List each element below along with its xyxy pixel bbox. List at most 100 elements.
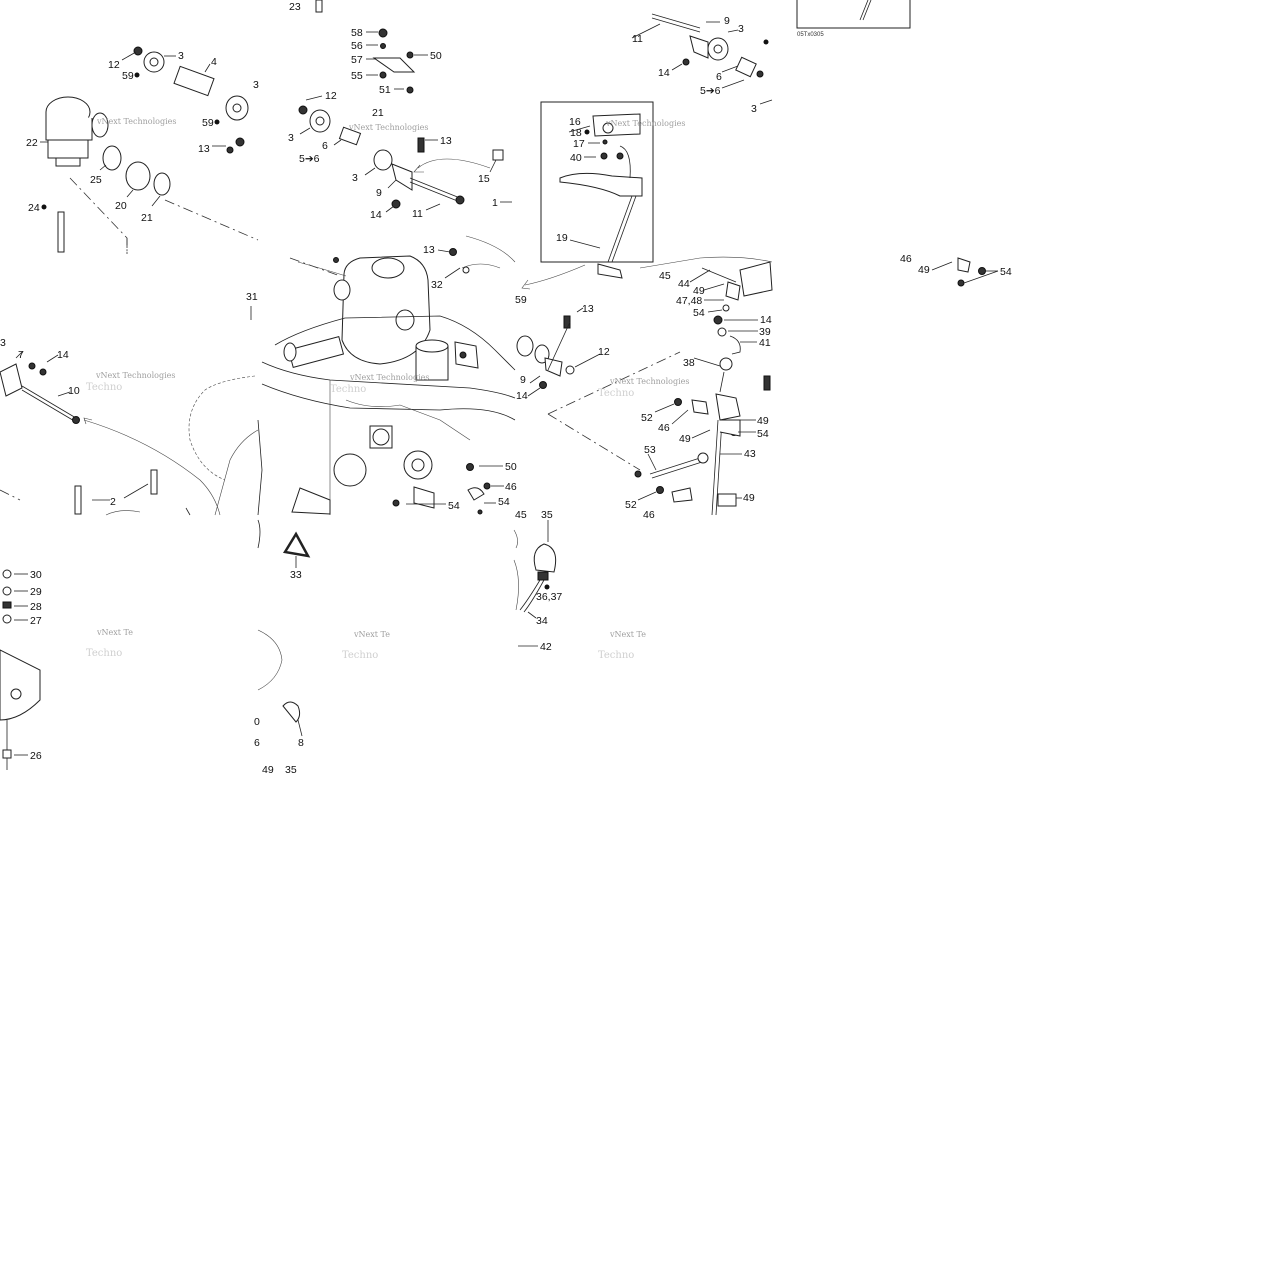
brake-bracket-group: 59 13 12 9 14 xyxy=(515,294,610,402)
callout-3f: 3 xyxy=(751,103,757,115)
callout-35: 35 xyxy=(285,764,297,776)
cap-stack-group: 30 29 28 27 26 vNext Te Techno xyxy=(0,569,133,770)
callout-22: 22 xyxy=(26,137,38,149)
callout-21: 21 xyxy=(141,212,153,224)
callout-57: 57 xyxy=(351,54,363,66)
callout-49e: 49 xyxy=(743,492,755,504)
callout-13: 13 xyxy=(198,143,210,155)
callout-45: 45 xyxy=(659,270,671,282)
callout-38: 38 xyxy=(683,357,695,369)
callout-4: 4 xyxy=(211,56,217,68)
callout-44: 44 xyxy=(678,278,690,290)
callout-17: 17 xyxy=(573,138,585,150)
callout-14d: 14 xyxy=(57,349,69,361)
callout-49f: 49 xyxy=(262,764,274,776)
watermark: vNext Technologies xyxy=(349,373,429,382)
callout-6b: 6 xyxy=(716,71,722,83)
callout-11: 11 xyxy=(412,208,423,220)
callout-19: 19 xyxy=(556,232,568,244)
callout-59c: 59 xyxy=(515,294,527,306)
callout-40: 40 xyxy=(570,152,582,164)
callout-16: 16 xyxy=(569,116,581,128)
callout-49c: 49 xyxy=(679,433,691,445)
watermark: vNext Technologies xyxy=(605,119,685,128)
callout-14e: 14 xyxy=(760,314,772,326)
watermark-short: vNext Te xyxy=(96,628,133,637)
callout-3b: 3 xyxy=(253,79,259,91)
callout-51: 51 xyxy=(379,84,391,96)
callout-3: 3 xyxy=(178,50,184,62)
callout-28: 28 xyxy=(30,601,42,613)
watermark-back: Techno xyxy=(598,388,634,399)
callout-31: 31 xyxy=(246,291,258,303)
callout-15: 15 xyxy=(478,173,490,185)
callout-54e: 54 xyxy=(757,428,769,440)
watermark-back: Techno xyxy=(342,650,378,661)
callout-49d: 49 xyxy=(757,415,769,427)
callout-1: 1 xyxy=(492,197,498,209)
callout-14: 14 xyxy=(370,209,382,221)
callout-3d: 3 xyxy=(352,172,358,184)
callout-41: 41 xyxy=(759,337,771,349)
callout-12c: 12 xyxy=(598,346,610,358)
callout-52b: 52 xyxy=(625,499,637,511)
callout-46: 46 xyxy=(900,253,912,265)
brake-lever-group: 16 18 17 40 19 vNext Technologies xyxy=(521,101,685,290)
watermark: vNext Technologies xyxy=(95,371,175,380)
callout-39: 39 xyxy=(759,326,771,338)
fragment-right: 46 49 54 xyxy=(900,253,1012,287)
callout-13d: 13 xyxy=(582,303,594,315)
callout-54b: 54 xyxy=(498,496,510,508)
callout-54c: 54 xyxy=(448,500,460,512)
callout-35b: 35 xyxy=(541,509,553,521)
callout-12b: 12 xyxy=(325,90,337,102)
callout-2: 2 xyxy=(110,496,116,508)
right-hardware-group: 11 9 3 14 6 5➔6 3 xyxy=(631,13,773,115)
watermark-back: Techno xyxy=(330,384,366,395)
callout-3e: 3 xyxy=(738,23,744,35)
callout-14c: 14 xyxy=(516,390,528,402)
callout-10: 10 xyxy=(68,385,80,397)
callout-13c: 13 xyxy=(423,244,435,256)
callout-53: 53 xyxy=(644,444,656,456)
callout-58: 58 xyxy=(351,27,363,39)
callout-25: 25 xyxy=(90,174,102,186)
clamp-group: 33 8 0 6 49 35 vNext Te Techno xyxy=(254,519,390,776)
callout-56: 56 xyxy=(351,40,363,52)
callout-9b: 9 xyxy=(724,15,730,27)
watermark-back: Techno xyxy=(598,650,634,661)
watermark: vNext Technologies xyxy=(348,123,428,132)
callout-23: 23 xyxy=(289,1,301,13)
callout-36-37: 36,37 xyxy=(536,591,562,603)
callout-50: 50 xyxy=(430,50,442,62)
spark-plug-group: 3 7 14 10 2 vNext Technologies Techno xyxy=(0,337,221,516)
callout-9c: 9 xyxy=(520,374,526,386)
callout-54d: 54 xyxy=(693,307,705,319)
callout-50b: 50 xyxy=(505,461,517,473)
throttle-bracket-group: 23 58 56 57 50 55 51 12 21 13 3 6 5➔6 3 … xyxy=(288,0,512,221)
callout-59: 59 xyxy=(122,70,134,82)
callout-3c: 3 xyxy=(288,132,294,144)
callout-46c: 46 xyxy=(658,422,670,434)
watermark: vNext Technologies xyxy=(96,117,176,126)
callout-54: 54 xyxy=(1000,266,1012,278)
reference-frame: 05Tx0305 xyxy=(796,0,911,38)
callout-3g: 3 xyxy=(0,337,6,349)
watermark-back: Techno xyxy=(86,648,122,659)
callout-33: 33 xyxy=(290,569,302,581)
diagram-code: 05Tx0305 xyxy=(797,32,824,38)
callout-14b: 14 xyxy=(658,67,670,79)
callout-11b: 11 xyxy=(632,33,643,45)
callout-5-6b: 5➔6 xyxy=(700,85,721,97)
watermark-short: vNext Te xyxy=(609,630,646,639)
callout-9: 9 xyxy=(376,187,382,199)
shift-linkage-group: 45 44 49 47,48 54 14 39 41 38 52 46 49 4… xyxy=(547,256,773,521)
callout-49: 49 xyxy=(918,264,930,276)
carburetor-group: 12 3 4 59 3 59 13 22 25 20 21 24 vNext T… xyxy=(26,46,259,258)
callout-27: 27 xyxy=(30,615,42,627)
callout-7: 7 xyxy=(18,349,24,361)
callout-55: 55 xyxy=(351,70,363,82)
callout-59b: 59 xyxy=(202,117,214,129)
callout-47-48: 47,48 xyxy=(676,295,702,307)
watermark-back: Techno xyxy=(86,382,122,393)
